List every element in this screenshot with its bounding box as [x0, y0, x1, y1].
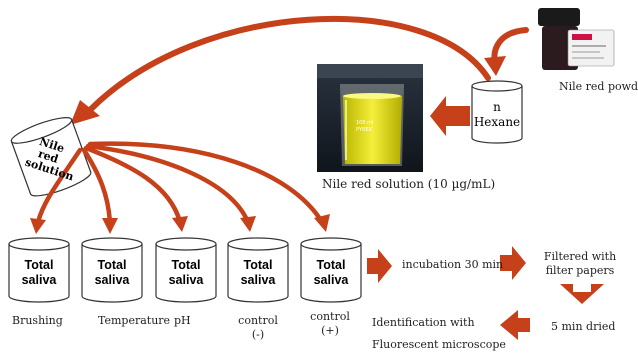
arrow-to-filter — [500, 246, 526, 280]
arrow-hexane-to-nile-solution — [87, 15, 491, 113]
sample-jar-brushing — [8, 237, 70, 303]
step-dried: 5 min dried — [551, 320, 616, 333]
sample-jar-control-neg — [227, 237, 289, 303]
beaker-photo: 100 ml PYREX — [317, 64, 423, 172]
arrowhead-nile-solution — [70, 100, 100, 125]
fan-arrow-control-pos — [87, 141, 325, 225]
nile-red-bottle — [538, 8, 615, 70]
jar-label-brushing: Total saliva — [21, 258, 57, 287]
sample-jar-control-pos — [300, 237, 362, 303]
sample-jar-ph — [155, 237, 217, 303]
step-identification: Identification with Fluorescent microsco… — [372, 316, 506, 351]
jar-label-ph: Total saliva — [168, 258, 204, 287]
nile-red-powder-label: Nile red powder — [559, 80, 638, 93]
fan-arrows — [35, 141, 325, 225]
caption-control-pos: control (+) — [310, 310, 350, 337]
sample-jars — [8, 237, 362, 303]
arrow-to-incubation — [367, 249, 392, 283]
nile-solution-caption: Nile red solution (10 µg/mL) — [322, 177, 496, 191]
caption-brushing: Brushing — [12, 314, 63, 327]
sample-jar-temperature — [81, 237, 143, 303]
beaker-graduation-text: 100 ml — [356, 120, 373, 126]
arrow-hexane-to-beaker — [430, 96, 470, 136]
caption-control-neg: control (-) — [238, 314, 278, 341]
hexane-label: n Hexane — [473, 100, 521, 129]
fan-arrow-control-neg — [85, 143, 251, 225]
curved-arrows — [87, 15, 529, 113]
fan-arrow-brushing — [35, 147, 83, 225]
process-arrows — [367, 246, 604, 340]
jar-label-temperature: Total saliva — [94, 258, 130, 287]
arrowhead-hexane — [484, 56, 506, 76]
fan-arrow-ph — [83, 145, 183, 225]
svg-text:PYREX: PYREX — [356, 127, 373, 133]
nile-solution-jar — [10, 117, 92, 197]
arrow-to-identification — [500, 310, 530, 340]
caption-temperature: Temperature — [98, 314, 171, 327]
fan-arrowheads — [30, 214, 330, 234]
caption-ph: pH — [174, 314, 191, 327]
jar-label-control-pos: Total saliva — [313, 258, 349, 287]
jar-label-control-neg: Total saliva — [240, 258, 276, 287]
arrow-to-dried — [560, 284, 604, 304]
step-filter: Filtered with filter papers — [543, 250, 617, 277]
hexane-jar — [471, 80, 523, 144]
fan-arrow-temperature — [81, 147, 113, 225]
step-incubation: incubation 30 min — [402, 258, 504, 271]
